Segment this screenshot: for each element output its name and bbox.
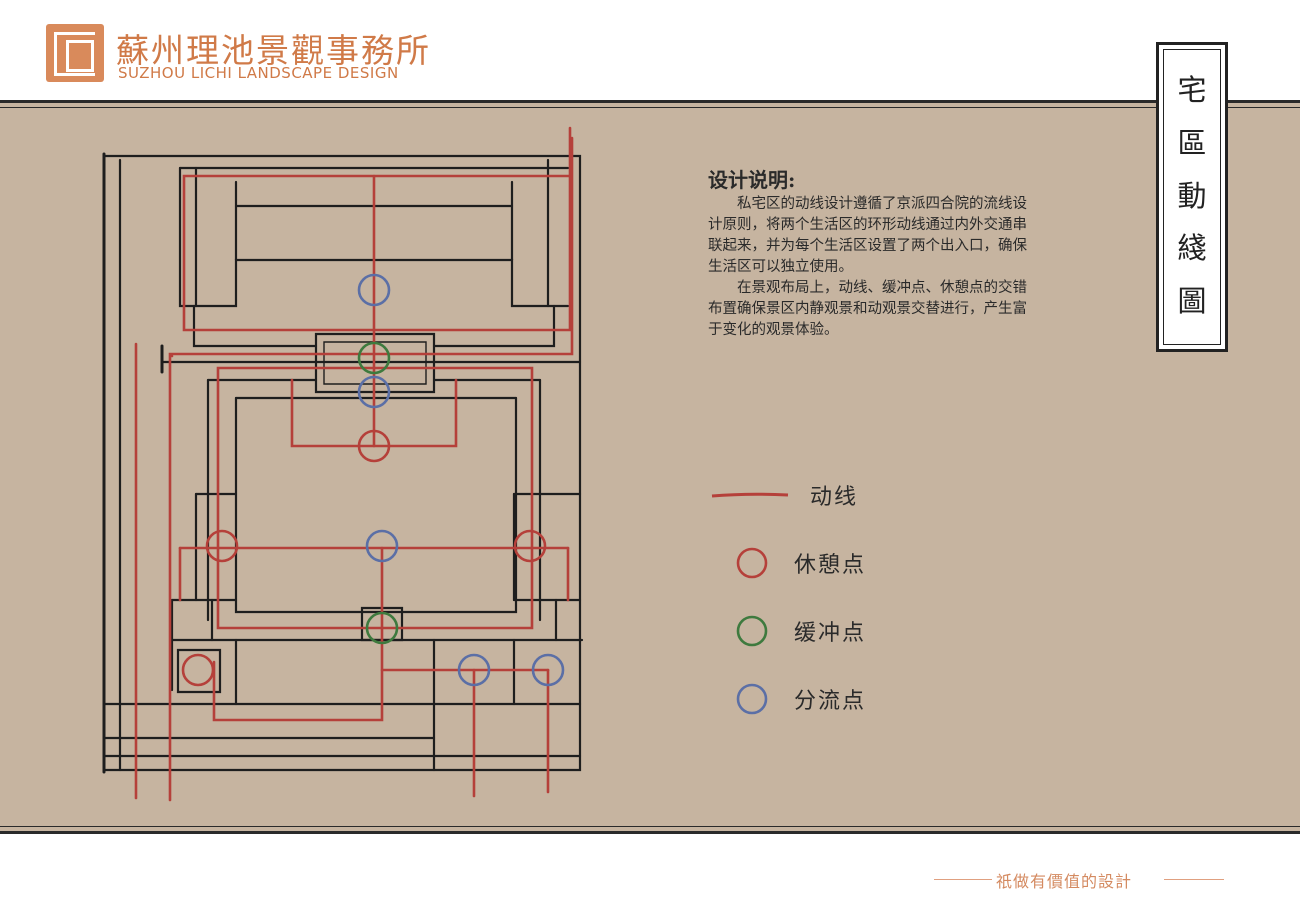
footer-slogan: 祇做有價值的設計 — [996, 872, 1133, 891]
plan-walls — [102, 152, 584, 774]
design-description: 设计说明: 私宅区的动线设计遵循了京派四合院的流线设计原则，将两个生活区的环形动… — [708, 166, 1028, 341]
description-heading: 设计说明: — [708, 168, 796, 192]
logo-chinese-name: 蘇州理池景觀事務所 — [116, 31, 431, 70]
buffer-point-swatch — [736, 615, 768, 647]
footer-rule-right — [1164, 879, 1224, 880]
rest-points — [181, 429, 547, 687]
footer-rule-left — [934, 879, 992, 880]
circulation-line-swatch — [711, 492, 789, 498]
rest-point-swatch — [736, 547, 768, 579]
legend-item-buffer: 缓冲点 — [734, 613, 866, 649]
legend-item-circulation: 动线 — [708, 479, 858, 511]
logo-english-name: SUZHOU LICHI LANDSCAPE DESIGN — [118, 64, 399, 82]
logo-mark — [46, 24, 104, 82]
title-char: 區 — [1177, 125, 1207, 160]
circulation-plan-drawing — [102, 126, 584, 802]
buffer-points — [357, 341, 399, 645]
vertical-title: 宅 區 動 綫 圖 — [1156, 42, 1228, 352]
title-char: 圖 — [1177, 284, 1207, 318]
split-points — [357, 273, 565, 687]
split-point-swatch — [736, 683, 768, 715]
legend-label-rest: 休憩点 — [794, 553, 867, 578]
description-paragraph-1: 私宅区的动线设计遵循了京派四合院的流线设计原则，将两个生活区的环形动线通过内外交… — [708, 196, 1027, 275]
legend-label-split: 分流点 — [794, 689, 867, 714]
legend-label-circulation: 动线 — [810, 485, 859, 510]
description-paragraph-2: 在景观布局上，动线、缓冲点、休憩点的交错布置确保景区内静观景和动观景交替进行，产… — [708, 280, 1027, 338]
legend-label-buffer: 缓冲点 — [794, 621, 867, 646]
legend-item-rest: 休憩点 — [734, 545, 866, 581]
title-char: 宅 — [1177, 73, 1207, 107]
circulation-lines — [134, 126, 574, 802]
legend-item-split: 分流点 — [734, 681, 866, 717]
title-char: 動 — [1177, 178, 1207, 213]
drawing-band — [0, 100, 1300, 834]
title-char: 綫 — [1177, 231, 1207, 266]
